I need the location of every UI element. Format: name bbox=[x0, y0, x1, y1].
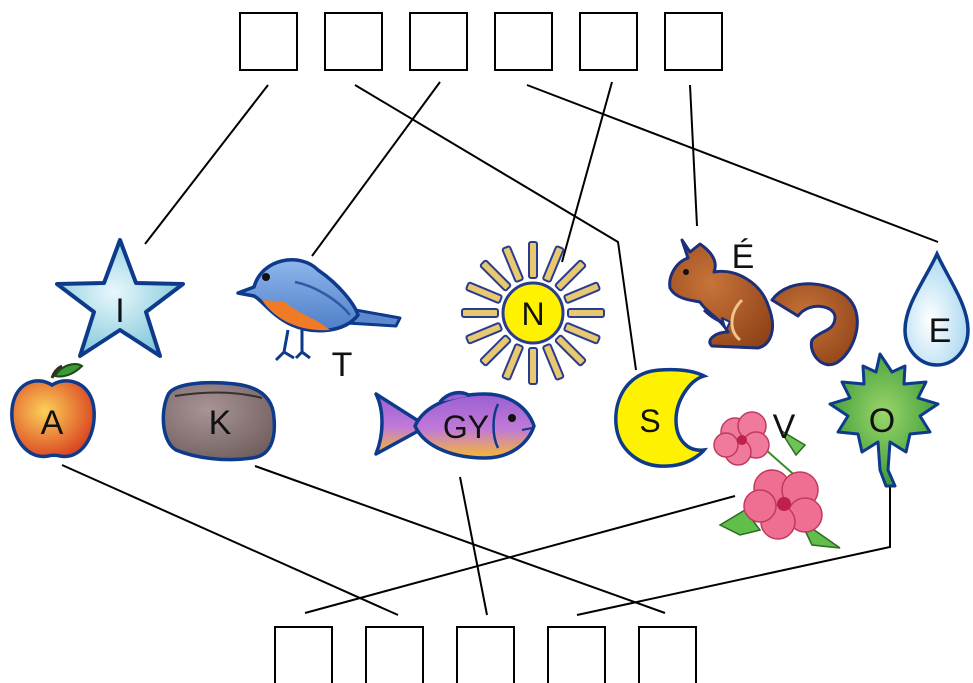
bird-item[interactable]: T bbox=[236, 258, 402, 384]
fish-item[interactable]: GY bbox=[374, 390, 536, 460]
connector-line bbox=[526, 84, 939, 243]
bottom-answer-box[interactable] bbox=[456, 626, 515, 683]
connector-line bbox=[561, 81, 613, 263]
bottom-answer-box[interactable] bbox=[638, 626, 697, 683]
hibiscus-flower-icon bbox=[713, 411, 841, 549]
sun-item[interactable]: N bbox=[461, 241, 605, 385]
connector-line bbox=[576, 487, 891, 616]
star-letter: I bbox=[115, 292, 124, 330]
apple-icon bbox=[10, 363, 96, 459]
bottom-answer-box[interactable] bbox=[547, 626, 606, 683]
sun-icon bbox=[461, 241, 605, 385]
rock-icon bbox=[161, 380, 277, 462]
bottom-answer-box[interactable] bbox=[274, 626, 333, 683]
top-answer-box[interactable] bbox=[664, 12, 723, 71]
connector-line bbox=[61, 464, 399, 616]
fish-icon bbox=[374, 390, 536, 460]
leaf-icon bbox=[828, 352, 940, 488]
bottom-answer-boxes bbox=[274, 626, 697, 683]
water-drop-icon bbox=[903, 249, 970, 367]
moon-item[interactable]: S bbox=[614, 367, 709, 468]
star-item[interactable]: I bbox=[55, 238, 185, 358]
sun-letter: N bbox=[521, 296, 544, 332]
star-icon bbox=[55, 238, 185, 358]
top-answer-box[interactable] bbox=[579, 12, 638, 71]
drop-letter: E bbox=[929, 312, 952, 350]
top-answer-box[interactable] bbox=[409, 12, 468, 71]
squirrel-icon bbox=[668, 238, 859, 366]
connector-line bbox=[689, 84, 698, 227]
squirrel-item[interactable]: É bbox=[668, 238, 859, 366]
connector-line bbox=[459, 476, 488, 616]
moon-letter: S bbox=[639, 403, 660, 439]
connector-line bbox=[354, 84, 637, 371]
flower-item[interactable]: V bbox=[713, 408, 841, 549]
flower-letter: V bbox=[773, 408, 796, 446]
top-answer-box[interactable] bbox=[494, 12, 553, 71]
connector-line bbox=[304, 495, 736, 614]
connector-line bbox=[311, 81, 441, 257]
connector-line bbox=[254, 465, 666, 614]
apple-item[interactable]: A bbox=[10, 363, 96, 459]
leaf-item[interactable]: O bbox=[828, 352, 940, 488]
leaf-letter: O bbox=[869, 402, 895, 440]
rock-item[interactable]: K bbox=[161, 380, 277, 462]
connector-lines bbox=[61, 81, 939, 616]
fish-letter: GY bbox=[443, 409, 489, 445]
connector-line bbox=[144, 84, 269, 245]
top-answer-boxes bbox=[239, 12, 723, 71]
top-answer-box[interactable] bbox=[239, 12, 298, 71]
moon-icon bbox=[614, 367, 709, 468]
apple-letter: A bbox=[41, 404, 64, 442]
rock-letter: K bbox=[209, 404, 232, 442]
bird-letter: T bbox=[332, 346, 353, 384]
bottom-answer-box[interactable] bbox=[365, 626, 424, 683]
bird-icon bbox=[236, 258, 402, 362]
drop-item[interactable]: E bbox=[903, 249, 970, 367]
top-answer-box[interactable] bbox=[324, 12, 383, 71]
squirrel-letter: É bbox=[732, 238, 755, 276]
